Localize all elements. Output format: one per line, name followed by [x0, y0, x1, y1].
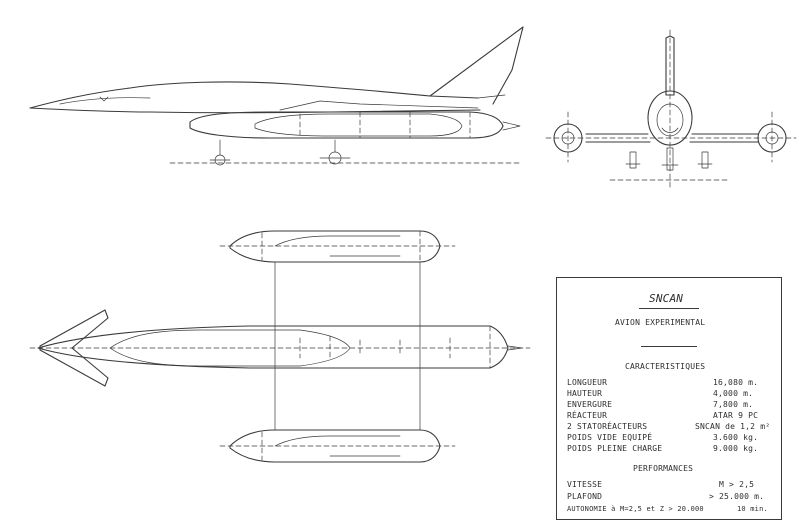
- spec-label: POIDS VIDE EQUIPÉ: [567, 433, 653, 442]
- title-underline: [639, 308, 699, 309]
- specification-card: SNCAN AVION EXPERIMENTAL CARACTERISTIQUE…: [556, 277, 782, 520]
- subtitle-underline: [641, 346, 697, 347]
- spec-label: HAUTEUR: [567, 389, 603, 398]
- spec-value: 16,080 m.: [713, 378, 759, 387]
- perf-label: PLAFOND: [567, 492, 603, 501]
- perf-label: AUTONOMIE à M=2,5 et Z > 20.000: [567, 505, 704, 513]
- spec-value: 7,800 m.: [713, 400, 754, 409]
- front-view: [545, 29, 797, 191]
- side-view: [29, 26, 524, 166]
- perf-value: M > 2,5: [719, 480, 755, 489]
- spec-value: 4,000 m.: [713, 389, 754, 398]
- perf-label: VITESSE: [567, 480, 603, 489]
- plan-view: [29, 230, 531, 463]
- spec-value: ATAR 9 PC: [713, 411, 759, 420]
- manufacturer-title: SNCAN: [649, 292, 684, 305]
- performances-heading: PERFORMANCES: [633, 464, 694, 473]
- characteristics-heading: CARACTERISTIQUES: [625, 362, 706, 371]
- spec-value: 3.600 kg.: [713, 433, 759, 442]
- spec-value: 9.000 kg.: [713, 444, 759, 453]
- spec-label: 2 STATORÉACTEURS: [567, 422, 648, 431]
- perf-value: > 25.000 m.: [709, 492, 765, 501]
- spec-label: ENVERGURE: [567, 400, 613, 409]
- perf-value: 10 min.: [737, 505, 768, 513]
- spec-label: LONGUEUR: [567, 378, 608, 387]
- spec-label: RÉACTEUR: [567, 411, 608, 420]
- spec-value: SNCAN de 1,2 m²: [695, 422, 771, 431]
- card-subtitle: AVION EXPERIMENTAL: [615, 318, 706, 327]
- spec-label: POIDS PLEINE CHARGE: [567, 444, 663, 453]
